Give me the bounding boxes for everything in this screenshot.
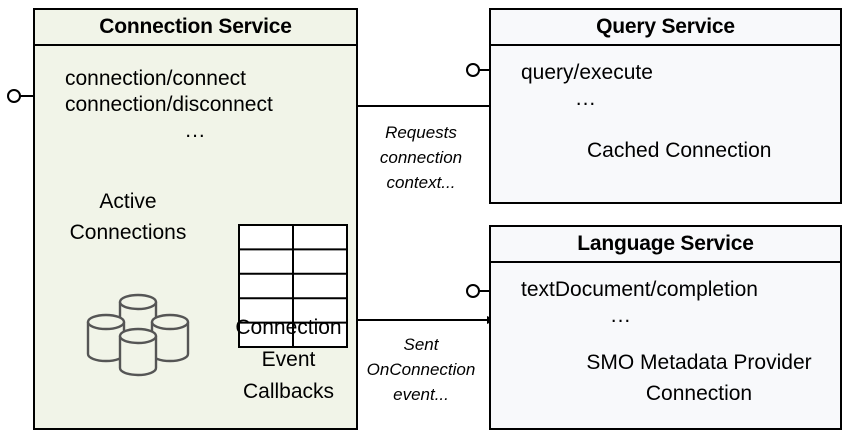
edge-label-line-2: connection (379, 148, 463, 167)
smo-metadata-provider-connection-label: SMO Metadata Provider Connection (586, 351, 812, 405)
connection-service-title: Connection Service (99, 15, 292, 38)
connection-service-header: Connection Service (35, 10, 356, 46)
active-connections-label: Active Connections (69, 190, 187, 244)
edge-label-line-2: OnConnection (366, 360, 476, 379)
language-service-operation: textDocument/completion (521, 278, 758, 301)
connection-service-ellipsis: ... (185, 119, 206, 142)
database-cluster-icon (80, 284, 210, 384)
edge-label-sent-onconnection-event: Sent OnConnection event... (360, 332, 482, 407)
connection-event-callbacks-label: Connection Event Callbacks (235, 316, 342, 403)
cached-connection-label: Cached Connection (587, 139, 772, 162)
query-service-title: Query Service (596, 15, 735, 38)
query-service-box[interactable]: Query Service query/execute ... Cached C… (489, 8, 842, 204)
operation-connect: connection/connect (65, 67, 246, 90)
connection-service-box[interactable]: Connection Service connection/connect co… (33, 8, 358, 430)
operation-disconnect: connection/disconnect (65, 93, 273, 116)
language-service-body: textDocument/completion ... SMO Metadata… (491, 263, 840, 428)
edge-label-line-1: Sent (403, 335, 439, 354)
language-service-title: Language Service (577, 232, 754, 255)
language-service-header: Language Service (491, 227, 840, 263)
query-service-body: query/execute ... Cached Connection (491, 46, 840, 202)
edge-label-line-3: event... (393, 385, 449, 404)
edge-label-line-3: context... (386, 173, 456, 192)
query-service-ellipsis: ... (575, 87, 597, 110)
grid-table-icon (238, 224, 350, 357)
connection-service-body: connection/connect connection/disconnect… (35, 46, 356, 428)
language-service-ellipsis: ... (610, 304, 632, 327)
query-service-header: Query Service (491, 10, 840, 46)
query-service-operation: query/execute (521, 61, 653, 84)
edge-label-requests-connection-context: Requests connection context... (362, 120, 480, 195)
connection-service-operations: connection/connect connection/disconnect (65, 66, 273, 118)
language-service-box[interactable]: Language Service textDocument/completion… (489, 225, 842, 430)
edge-label-line-1: Requests (385, 123, 457, 142)
